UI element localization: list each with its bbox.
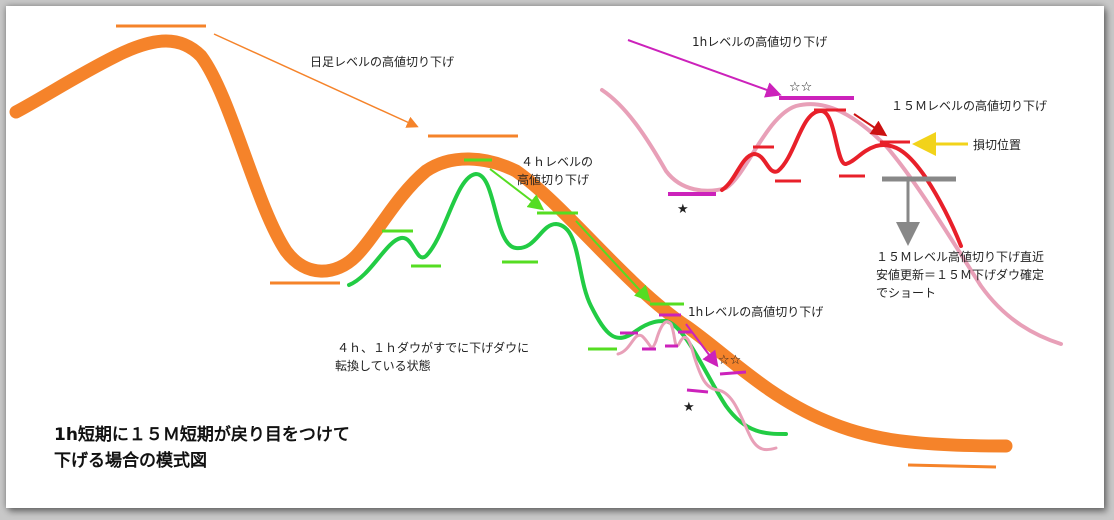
daily-lower-high-arrow	[213, 33, 419, 128]
label-stop-loss: 損切位置	[973, 137, 1021, 152]
h1-top-arrow	[627, 39, 782, 98]
label-trend-note-2: 転換している状態	[335, 358, 431, 373]
marker-double-star-right: ☆☆	[789, 80, 812, 95]
h1-mid-arrow	[685, 323, 719, 368]
label-m15-note-1: １５Ｍレベル高値切り下げ直近	[876, 249, 1044, 264]
label-h4-lower-high-2: 高値切り下げ	[517, 172, 589, 187]
daily-trend-line	[9, 34, 1013, 453]
label-trend-note-1: ４ｈ、１ｈダウがすでに下げダウに	[337, 340, 529, 355]
m15-trend-line	[720, 108, 963, 248]
m15-arrow	[853, 113, 888, 137]
diagram-title-line-2: 下げる場合の模式図	[54, 450, 207, 471]
marker-double-star-mid: ☆☆	[718, 353, 741, 368]
label-h1-lower-high-top: 1hレベルの高値切り下げ	[692, 34, 827, 49]
diagram-title-line-1: 1h短期に１５Ｍ短期が戻り目をつけて	[54, 424, 350, 445]
label-h1-lower-high-mid: 1hレベルの高値切り下げ	[688, 304, 823, 319]
label-m15-lower-high: １５Ｍレベルの高値切り下げ	[891, 98, 1047, 113]
h1-trend-line	[600, 88, 1063, 346]
label-h4-lower-high-1: ４ｈレベルの	[521, 155, 593, 169]
h4-arrow-1	[489, 168, 545, 211]
trend-diagram: 日足レベルの高値切り下げ ４ｈレベルの 高値切り下げ 1hレベルの高値切り下げ …	[9, 24, 1063, 473]
daily-bottom-line	[907, 463, 997, 469]
h1-wave-small	[616, 320, 778, 452]
marker-star-mid: ★	[683, 400, 695, 415]
marker-star-right: ★	[677, 202, 689, 217]
h1-mid-line-6	[686, 388, 709, 394]
h1-mid-line-7	[719, 370, 747, 376]
label-daily-lower-high: 日足レベルの高値切り下げ	[310, 54, 454, 69]
h4-arrow-2	[575, 220, 651, 302]
label-m15-note-2: 安値更新＝１５Ｍ下げダウ確定	[876, 267, 1044, 282]
diagram-canvas: 日足レベルの高値切り下げ ４ｈレベルの 高値切り下げ 1hレベルの高値切り下げ …	[6, 6, 1104, 508]
label-m15-note-3: でショート	[876, 286, 936, 300]
